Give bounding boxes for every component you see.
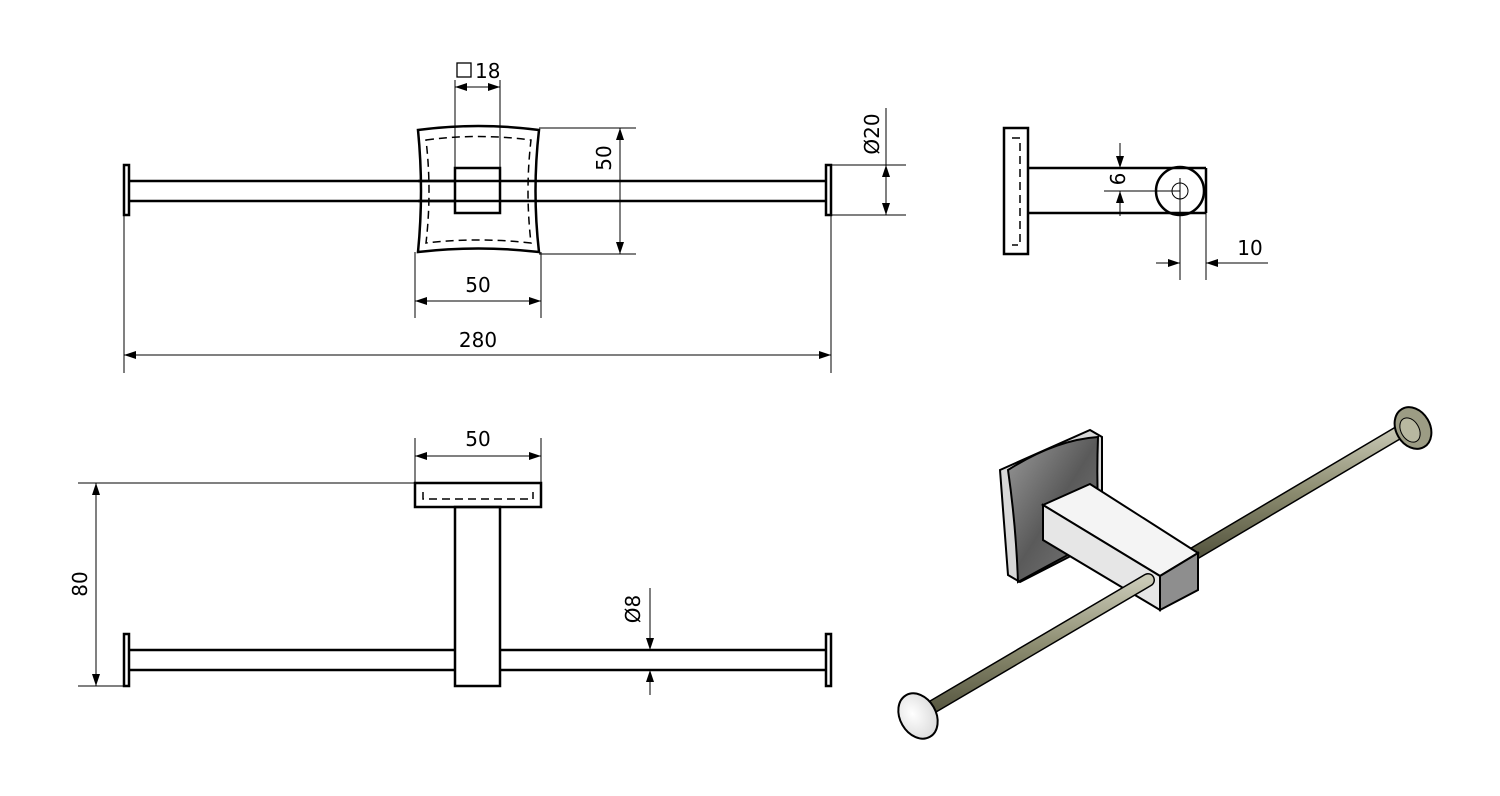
dim-base-height: 50 xyxy=(592,145,616,170)
top-base-plate xyxy=(413,481,543,509)
right-end-cap xyxy=(824,163,833,217)
square-symbol-icon xyxy=(456,62,472,78)
top-right-cap xyxy=(824,632,833,688)
dim-rod-diameter: Ø8 xyxy=(621,595,645,623)
isometric-view xyxy=(897,406,1433,740)
dim-overall-length: 280 xyxy=(459,328,497,352)
iso-rod-front xyxy=(916,574,1154,719)
side-view: 9 10 xyxy=(1002,126,1268,280)
top-plate-hidden-edge xyxy=(422,492,534,500)
top-bracket-arm xyxy=(453,505,502,688)
base-plate-hidden-edge xyxy=(425,135,532,244)
dim-cap-radius: 10 xyxy=(1237,236,1262,260)
side-plate-hidden-edge xyxy=(1012,137,1021,246)
top-left-cap xyxy=(122,632,131,688)
dim-square-18: 18 xyxy=(475,59,500,83)
front-view: 18 50 50 280 Ø20 xyxy=(122,59,906,373)
dim-top-base-width: 50 xyxy=(465,427,490,451)
iso-arm-end xyxy=(1159,551,1199,612)
square-bracket xyxy=(453,166,502,215)
base-plate xyxy=(416,124,541,254)
dim-base-width: 50 xyxy=(465,273,490,297)
side-base-plate xyxy=(1002,126,1030,256)
dim-projection: 80 xyxy=(68,571,92,596)
iso-rod-back xyxy=(1184,421,1414,562)
dim-cap-diameter: Ø20 xyxy=(860,113,884,154)
iso-near-cap xyxy=(897,692,939,740)
dim-offset: 9 xyxy=(1105,173,1129,186)
left-end-cap xyxy=(122,163,131,217)
top-view: 50 80 Ø8 xyxy=(68,427,833,695)
